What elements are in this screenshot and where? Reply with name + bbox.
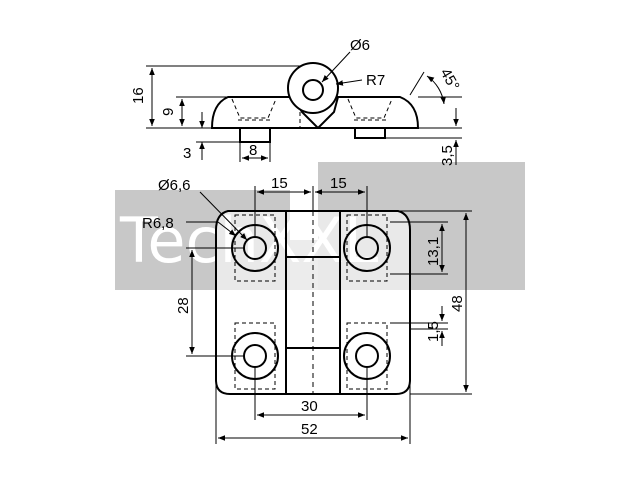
side-view-labels: Ø6 R7 45° 16 9 3 8 3,5 [130,37,463,166]
label-diameter-6: Ø6 [350,37,370,54]
side-view [210,62,420,143]
label-pin-height-3: 3 [183,145,191,162]
label-hole-span-30: 30 [301,398,318,415]
side-view-dimensions [146,51,462,165]
label-radius-7: R7 [366,72,385,89]
label-vertical-pitch: 28 [175,297,192,314]
label-pin-width-8: 8 [249,142,257,159]
label-spacing-left: 15 [271,175,288,192]
label-angle-45: 45° [437,66,463,94]
label-pin-height-3-5: 3,5 [439,145,456,166]
front-view-dimensions [186,186,472,444]
front-view-labels: Ø6,6 R6,8 15 15 28 13,1 1,5 48 30 52 [142,175,466,438]
label-spacing-right: 15 [330,175,347,192]
label-offset-lower: 1,5 [425,321,442,342]
label-width-52: 52 [301,421,318,438]
label-height-16: 16 [130,87,147,104]
label-height-48: 48 [449,295,466,312]
label-counterbore-radius: R6,8 [142,215,174,232]
label-offset-upper: 13,1 [425,237,442,266]
label-hole-diameter: Ø6,6 [158,177,191,194]
label-height-9: 9 [160,108,177,116]
